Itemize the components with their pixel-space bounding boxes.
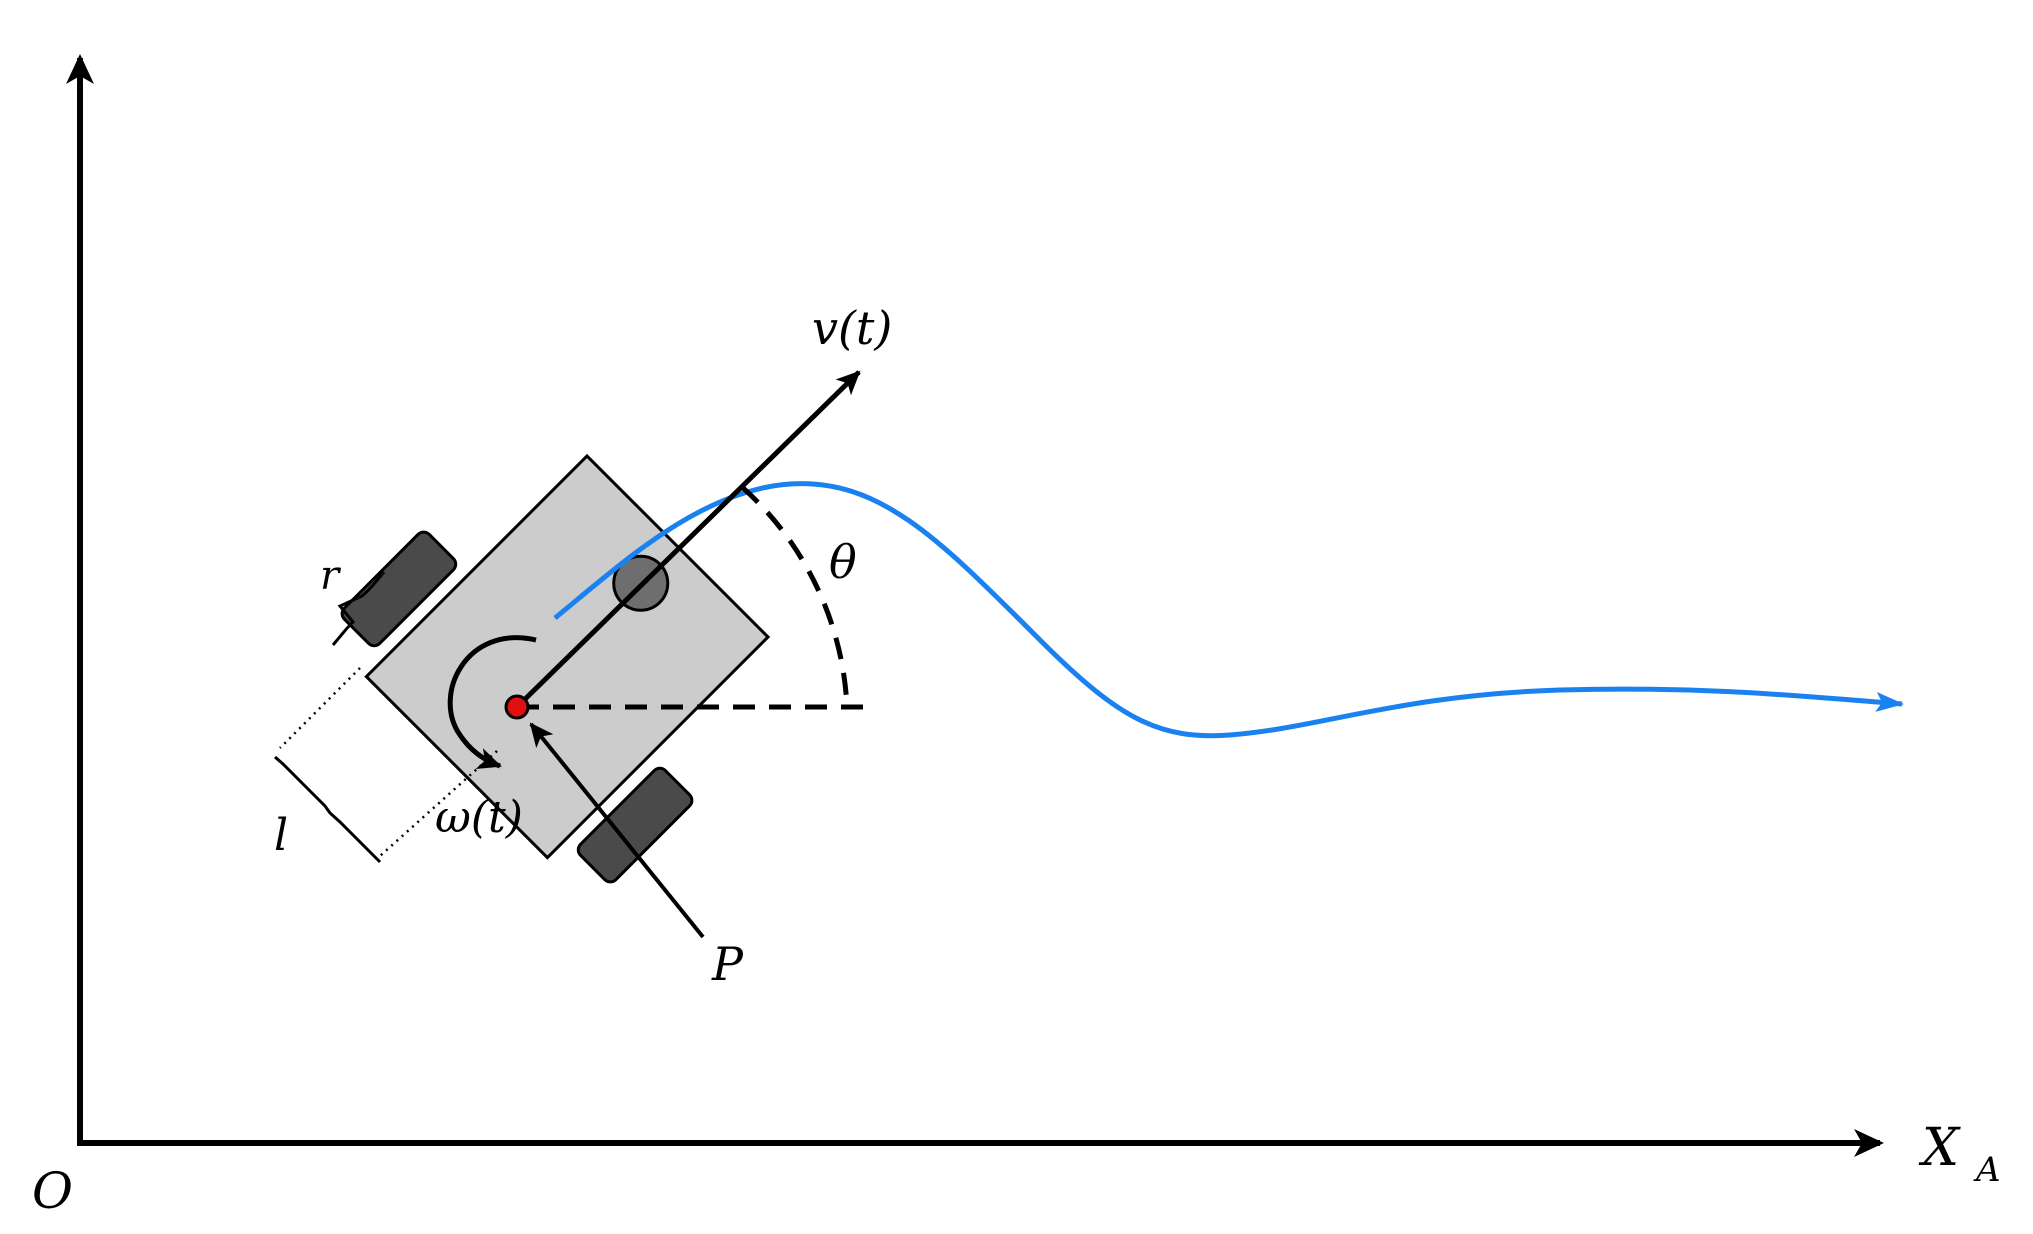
wheel-radius-brace — [331, 571, 386, 646]
right-wheel — [576, 766, 694, 884]
origin-label: O — [32, 1162, 73, 1220]
velocity-label: v(t) — [812, 301, 892, 355]
velocity-arrow — [515, 370, 861, 709]
x-axis-label-subscript: A — [1973, 1150, 2001, 1190]
heading-angle-arc — [740, 485, 850, 708]
wheel-separation-dotted-lower — [379, 750, 498, 857]
wheel-separation-dotted-upper — [279, 667, 361, 749]
trajectory-path — [553, 481, 1904, 739]
angular-velocity-label: ω(t) — [435, 792, 523, 843]
x-axis-label: X — [1918, 1118, 1961, 1178]
wheel-separation-label: l — [274, 810, 288, 861]
left-wheel — [340, 530, 458, 648]
angular-velocity-arrow — [447, 635, 537, 770]
wheel-separation-brace — [274, 755, 382, 864]
point-p-pointer — [529, 722, 705, 939]
center-point — [504, 694, 530, 720]
wheel-radius-label: r — [320, 553, 342, 599]
heading-angle-label: θ — [829, 535, 857, 589]
point-p-label: P — [711, 937, 744, 991]
